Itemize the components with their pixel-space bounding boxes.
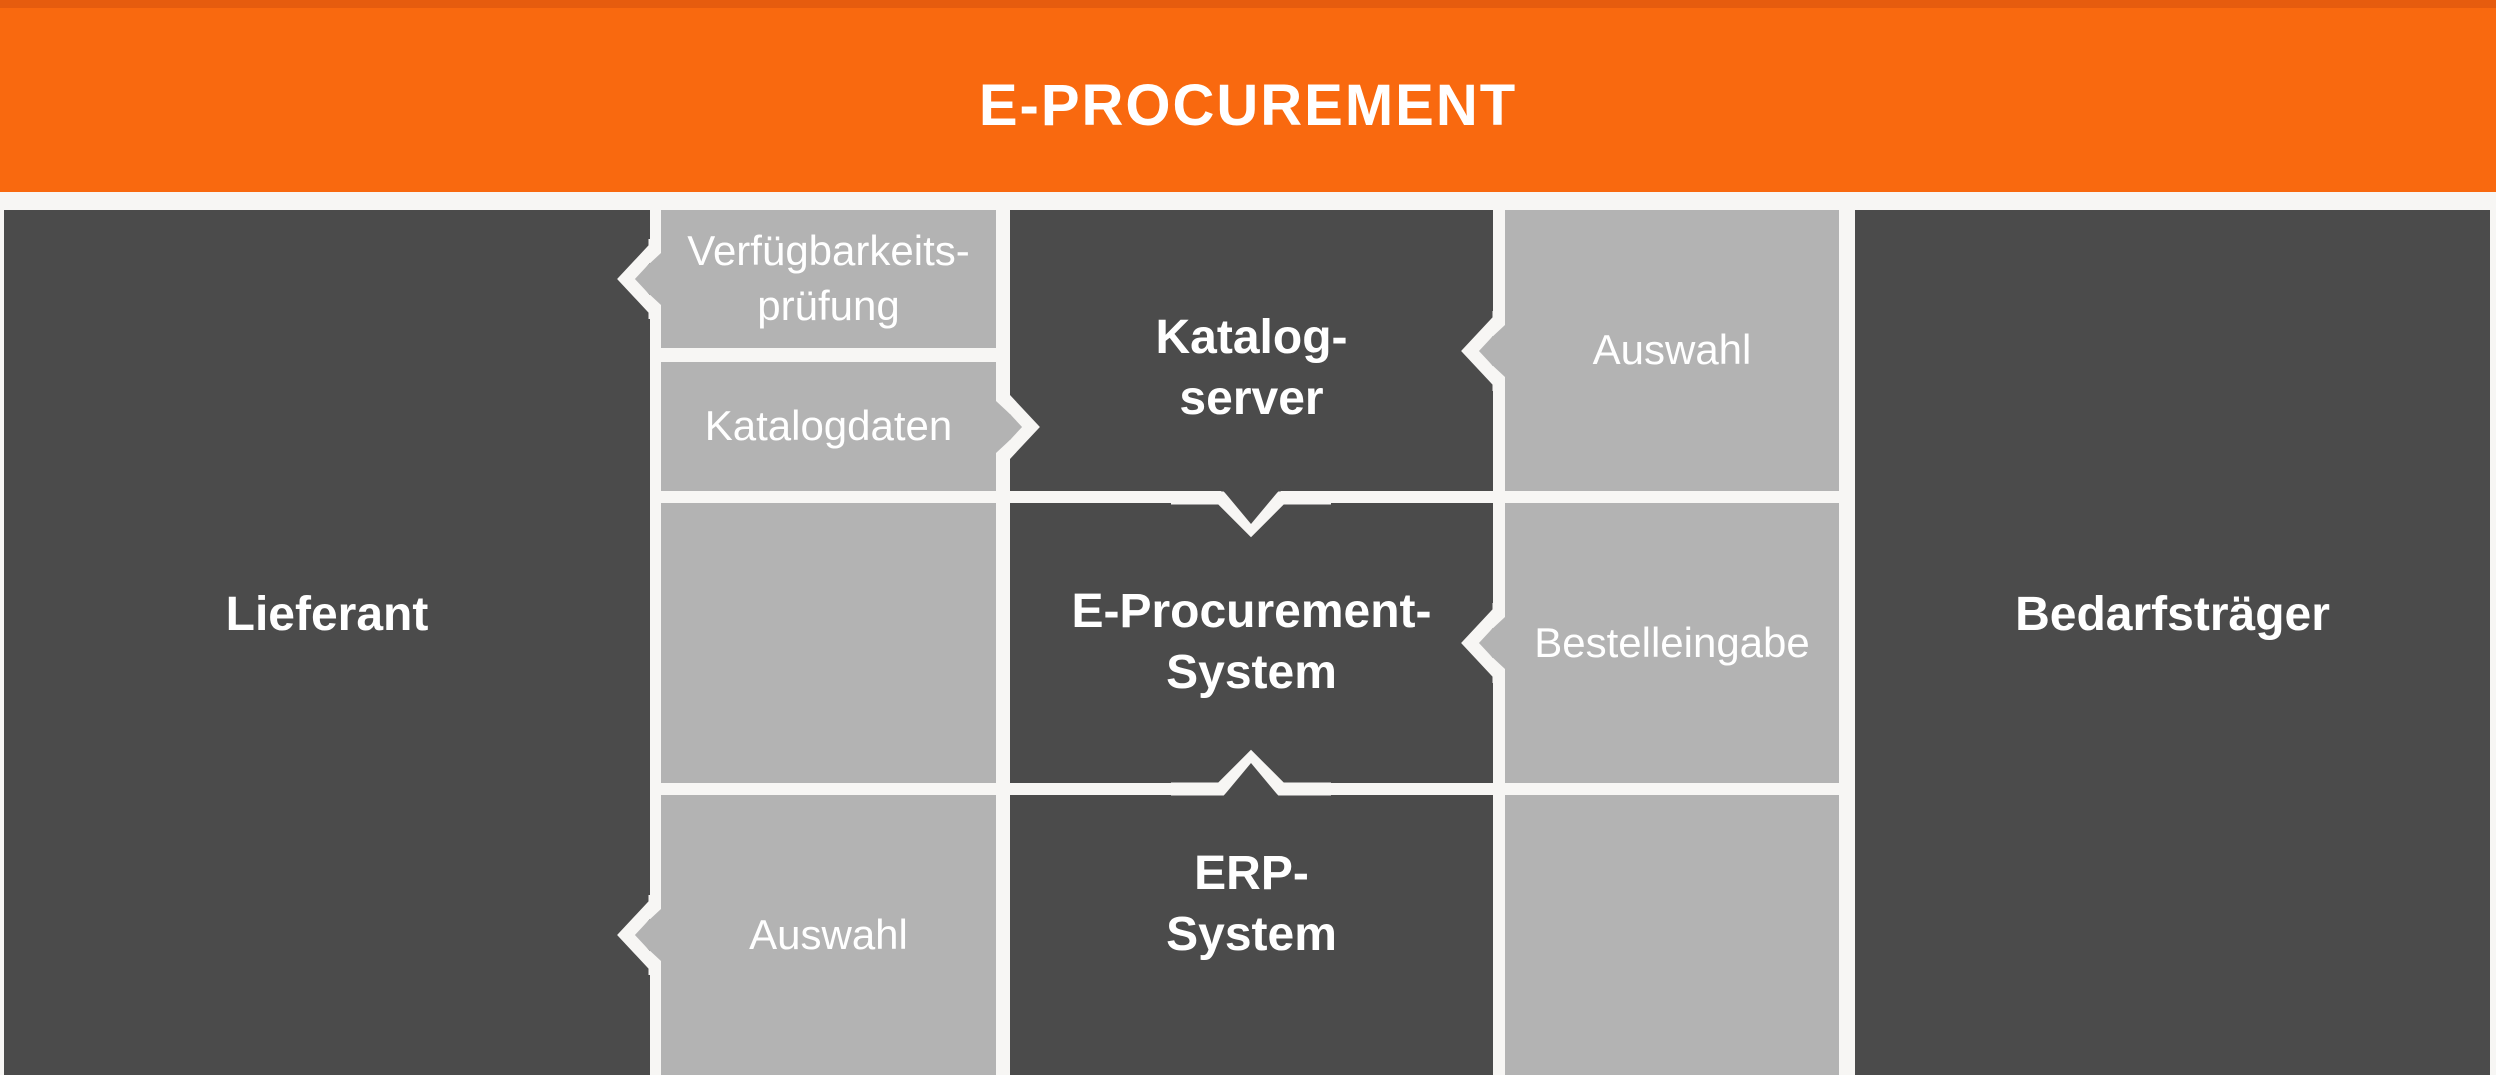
header-banner: E-PROCUREMENT: [0, 0, 2496, 192]
actor-lieferant-label: Lieferant: [225, 587, 429, 641]
process-bestelleingabe-label: Bestelleingabe: [1534, 618, 1810, 666]
process-auswahl-katalog-label: Auswahl: [1592, 326, 1752, 374]
system-katalog-server-label: Katalog- server: [1155, 310, 1348, 425]
system-erp-label: ERP- System: [1166, 847, 1337, 961]
arrow-right-icon: [996, 386, 1040, 467]
spacer-box-right: [1505, 795, 1839, 1075]
actor-bedarfstraeger-label: Bedarfsträger: [2015, 587, 2330, 641]
arrow-left-icon: [1461, 310, 1505, 391]
arrow-left-icon: [617, 239, 661, 319]
process-auswahl-lieferant: Auswahl: [617, 795, 996, 1075]
process-katalogdaten: Katalogdaten: [661, 362, 1040, 491]
process-verfuegbarkeitspruefung-label: Verfügbarkeits- prüfung: [687, 227, 970, 329]
arrow-down-icon: [1171, 488, 1331, 538]
process-katalogdaten-label: Katalogdaten: [704, 402, 953, 450]
arrow-up-icon: [1171, 749, 1331, 799]
system-erp: ERP- System: [1010, 795, 1493, 1075]
arrow-left-icon: [1461, 603, 1505, 683]
system-e-procurement-label: E-Procurement- System: [1071, 585, 1432, 699]
arrow-left-icon: [617, 895, 661, 975]
actor-bedarfstraeger: Bedarfsträger: [1855, 210, 2490, 1075]
process-auswahl-katalog: Auswahl: [1461, 210, 1839, 491]
spacer-box-left: [661, 503, 996, 783]
system-e-procurement: E-Procurement- System: [1010, 503, 1493, 783]
process-auswahl-lieferant-label: Auswahl: [749, 910, 908, 958]
process-bestelleingabe: Bestelleingabe: [1461, 503, 1839, 783]
system-katalog-server: Katalog- server: [1010, 210, 1493, 491]
page-title: E-PROCUREMENT: [978, 72, 1518, 138]
actor-lieferant: Lieferant: [4, 210, 650, 1075]
process-verfuegbarkeitspruefung: Verfügbarkeits- prüfung: [617, 210, 996, 348]
